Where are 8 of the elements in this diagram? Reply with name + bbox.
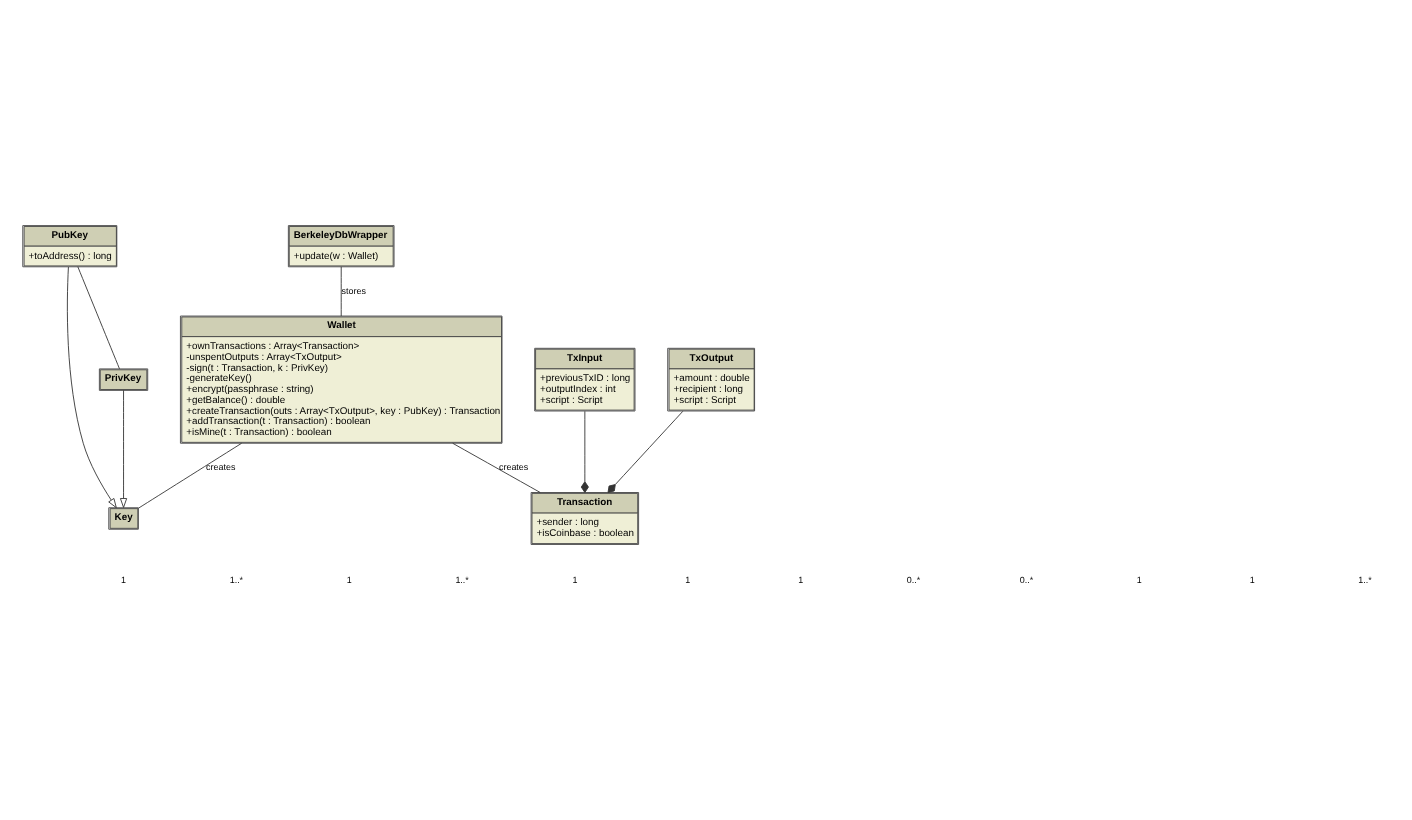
connector (607, 409, 684, 492)
connector (580, 409, 589, 492)
arrow (66, 265, 117, 508)
connector (138, 441, 243, 508)
connector (77, 265, 120, 369)
arrow (119, 388, 128, 507)
connector (340, 265, 342, 316)
connector (452, 441, 541, 492)
